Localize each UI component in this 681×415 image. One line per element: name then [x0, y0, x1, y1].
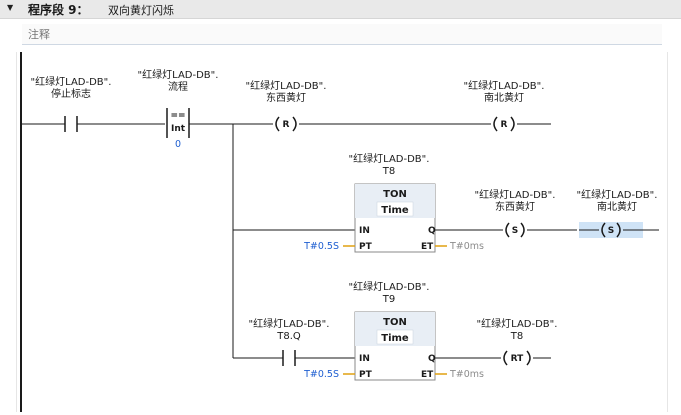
contact-t8q[interactable]: "红绿灯LAD-DB". T8.Q — [249, 317, 330, 366]
coil-reset-ns-var2: 南北黄灯 — [484, 91, 524, 104]
coil-set-ns-letter: S — [608, 226, 614, 236]
timer-t8-instance1: "红绿灯LAD-DB". — [349, 152, 430, 165]
coil-set-ns-var2: 南北黄灯 — [597, 200, 637, 213]
collapse-triangle-icon[interactable]: ▼ — [7, 3, 14, 12]
timer-t9-block[interactable]: "红绿灯LAD-DB". T9 TON Time IN Q PT ET — [349, 280, 436, 381]
coil-reset-ew-var1: "红绿灯LAD-DB". — [246, 79, 327, 92]
contact-stop-flag[interactable]: "红绿灯LAD-DB". 停止标志 — [31, 75, 112, 132]
timer-t8-block[interactable]: "红绿灯LAD-DB". T8 TON Time IN Q PT ET — [349, 152, 436, 253]
timer-t9-pt-value[interactable]: T#0.5S — [303, 369, 339, 380]
timer-t9-pin-q: Q — [428, 354, 436, 364]
timer-t9-instance1: "红绿灯LAD-DB". — [349, 280, 430, 293]
coil-set-ew[interactable]: S "红绿灯LAD-DB". 东西黄灯 — [475, 188, 556, 238]
rung-1: "红绿灯LAD-DB". 停止标志 == Int "红绿灯LAD-DB". 流程… — [21, 68, 551, 150]
timer-t9-pin-et: ET — [421, 370, 434, 380]
comment-placeholder: 注释 — [28, 28, 50, 41]
compare-contact[interactable]: == Int "红绿灯LAD-DB". 流程 0 — [138, 68, 219, 150]
contact-stop-var1: "红绿灯LAD-DB". — [31, 75, 112, 88]
coil-set-ew-var1: "红绿灯LAD-DB". — [475, 188, 556, 201]
timer-t9-pin-in: IN — [359, 354, 370, 364]
coil-set-ew-var2: 东西黄灯 — [495, 200, 535, 213]
timer-t9-subtype[interactable]: Time — [381, 333, 409, 344]
compare-var1: "红绿灯LAD-DB". — [138, 68, 219, 81]
timer-t8-et-value[interactable]: T#0ms — [449, 241, 484, 252]
selection-highlight — [579, 222, 643, 238]
contact-stop-var2: 停止标志 — [51, 87, 91, 100]
timer-t9-et-value[interactable]: T#0ms — [449, 369, 484, 380]
coil-reset-ns-letter: R — [501, 120, 508, 130]
coil-reset-ew[interactable]: R "红绿灯LAD-DB". 东西黄灯 — [246, 79, 327, 132]
coil-reset-timer[interactable]: RT "红绿灯LAD-DB". T8 — [477, 317, 558, 366]
timer-t8-pin-in: IN — [359, 226, 370, 236]
compare-var2: 流程 — [168, 80, 188, 93]
timer-t8-pin-pt: PT — [359, 242, 373, 252]
coil-reset-ew-letter: R — [283, 120, 290, 130]
coil-reset-timer-var2: T8 — [510, 331, 523, 342]
timer-t9-type: TON — [383, 317, 407, 328]
timer-t8-type: TON — [383, 189, 407, 200]
ladder-network[interactable]: "红绿灯LAD-DB". 停止标志 == Int "红绿灯LAD-DB". 流程… — [16, 52, 668, 412]
coil-reset-timer-var1: "红绿灯LAD-DB". — [477, 317, 558, 330]
rung-3: "红绿灯LAD-DB". T8.Q "红绿灯LAD-DB". T9 TON Ti… — [233, 280, 558, 381]
network-subtitle[interactable]: 双向黄灯闪烁 — [108, 4, 174, 17]
coil-set-ns[interactable]: S "红绿灯LAD-DB". 南北黄灯 — [577, 188, 659, 238]
network-title: 程序段 9： — [28, 3, 89, 17]
coil-set-ew-letter: S — [512, 226, 518, 236]
coil-reset-ew-var2: 东西黄灯 — [266, 91, 306, 104]
coil-reset-ns-var1: "红绿灯LAD-DB". — [464, 79, 545, 92]
ladder-diagram: "红绿灯LAD-DB". 停止标志 == Int "红绿灯LAD-DB". 流程… — [20, 52, 659, 412]
timer-t8-pt-value[interactable]: T#0.5S — [303, 241, 339, 252]
coil-set-ns-var1: "红绿灯LAD-DB". — [577, 188, 658, 201]
rung-2: "红绿灯LAD-DB". T8 TON Time IN Q PT ET T#0.… — [233, 152, 659, 253]
compare-value[interactable]: 0 — [175, 139, 181, 150]
coil-reset-timer-letter: RT — [511, 354, 525, 364]
timer-t8-pin-et: ET — [421, 242, 434, 252]
compare-type: Int — [171, 124, 186, 134]
timer-t8-instance2: T8 — [382, 166, 395, 177]
contact-t8q-var2: T8.Q — [276, 331, 301, 342]
compare-operator: == — [170, 111, 185, 121]
timer-t8-subtype[interactable]: Time — [381, 205, 409, 216]
timer-t8-pin-q: Q — [428, 226, 436, 236]
contact-t8q-var1: "红绿灯LAD-DB". — [249, 317, 330, 330]
comment-field[interactable]: 注释 — [22, 24, 662, 45]
network-header[interactable]: ▼ 程序段 9： 双向黄灯闪烁 — [0, 0, 681, 19]
timer-t9-instance2: T9 — [382, 294, 395, 305]
coil-reset-ns[interactable]: R "红绿灯LAD-DB". 南北黄灯 — [464, 79, 545, 132]
timer-t9-pin-pt: PT — [359, 370, 373, 380]
